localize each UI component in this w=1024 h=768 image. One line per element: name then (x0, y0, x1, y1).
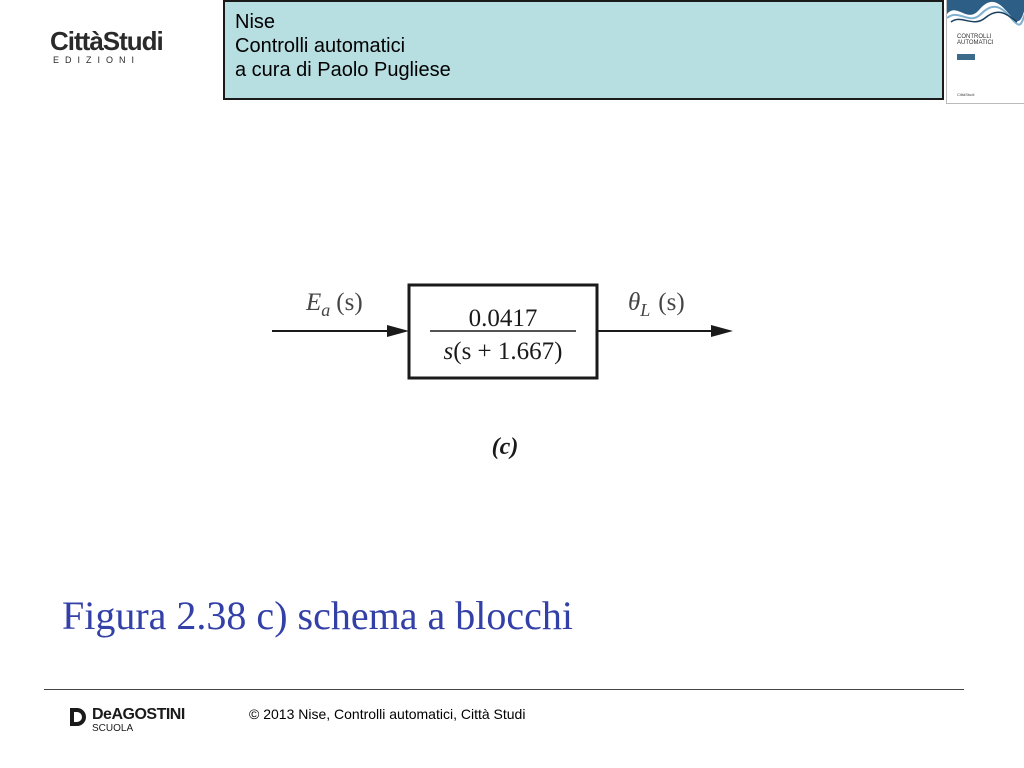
diagram-caption: (c) (492, 434, 519, 460)
input-arrowhead (387, 325, 409, 337)
deagostini-logo: DeAGOSTINI SCUOLA (68, 706, 208, 738)
cover-title-line1: CONTROLLI (957, 34, 992, 40)
cover-wave-graphic (947, 0, 1024, 26)
cittastudi-logo: CittàStudi EDIZIONI (50, 26, 164, 68)
cover-title: CONTROLLI AUTOMATICI (957, 34, 993, 46)
header-line-author: Nise (235, 11, 276, 33)
book-cover-thumbnail: CONTROLLI AUTOMATICI CittàStudi (946, 0, 1024, 104)
tf-numerator: 0.0417 (469, 305, 538, 332)
header-line-editor: a cura di Paolo Pugliese (235, 59, 451, 81)
tf-denominator: s(s + 1.667) (444, 338, 563, 365)
cover-title-line2: AUTOMATICI (957, 40, 994, 46)
input-signal-label: Ea(s) (305, 289, 363, 320)
deagostini-logo-mark-icon (70, 708, 86, 726)
header-line-title: Controlli automatici (235, 35, 406, 57)
footer-divider (44, 689, 964, 690)
deagostini-logo-brand: DeAGOSTINI (92, 706, 185, 723)
cover-publisher-mark (957, 54, 975, 60)
cittastudi-logo-brand: CittàStudi (50, 26, 164, 56)
cittastudi-logo-sub: EDIZIONI (53, 55, 141, 65)
header-info-box: Nise Controlli automatici a cura di Paol… (223, 0, 944, 100)
copyright-notice: © 2013 Nise, Controlli automatici, Città… (249, 706, 526, 722)
deagostini-logo-sub: SCUOLA (92, 723, 134, 734)
block-diagram: Ea(s) 0.0417 s(s + 1.667) θL(s) (c) (272, 283, 733, 460)
cover-footer: CittàStudi (957, 92, 975, 97)
output-arrowhead (711, 325, 733, 337)
output-signal-label: θL(s) (628, 289, 685, 320)
figure-title: Figura 2.38 c) schema a blocchi (62, 593, 573, 638)
